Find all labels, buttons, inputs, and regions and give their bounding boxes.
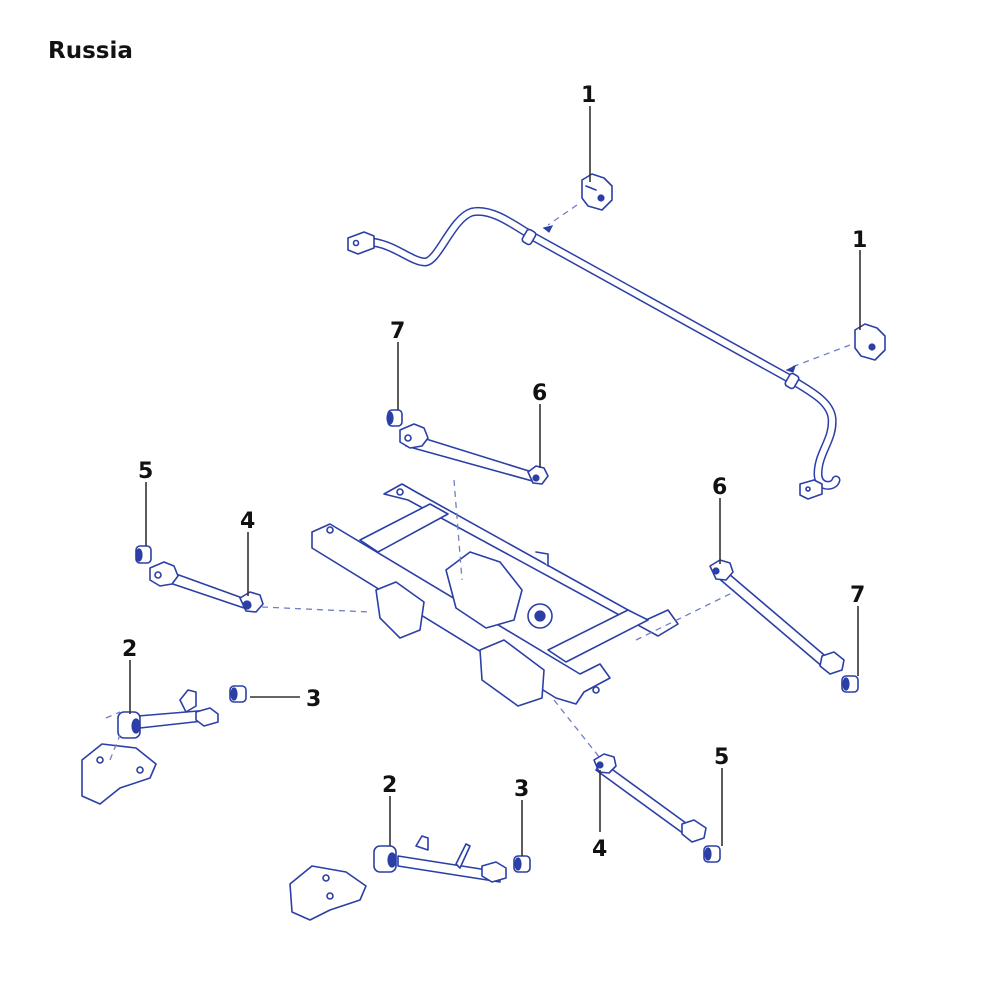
callout-4: 4 (240, 509, 255, 534)
stabilizer-bushing-left[interactable] (581, 173, 613, 211)
callout-1: 1 (852, 228, 867, 253)
callout-6: 6 (532, 381, 547, 406)
subframe[interactable] (311, 483, 679, 707)
callout-7: 7 (850, 583, 865, 608)
upper-link-left[interactable] (399, 423, 549, 485)
trailing-arm-right[interactable] (289, 835, 507, 921)
callout-4: 4 (592, 837, 607, 862)
callout-3: 3 (514, 777, 529, 802)
callout-2: 2 (122, 637, 137, 662)
bushing-arm-left-end[interactable] (229, 685, 247, 703)
bushing-arm-right[interactable] (373, 845, 397, 873)
callout-5: 5 (138, 459, 153, 484)
bushing-lower-right-bottom[interactable] (703, 845, 721, 863)
callout-5: 5 (714, 745, 729, 770)
lateral-link-right[interactable] (709, 559, 845, 675)
callout-2: 2 (382, 773, 397, 798)
bushing-arm-left[interactable] (117, 711, 141, 739)
callout-6: 6 (712, 475, 727, 500)
bushing-lateral-left[interactable] (135, 545, 152, 564)
callout-7: 7 (390, 319, 405, 344)
trailing-arm-left[interactable] (81, 689, 219, 805)
bushing-right-link-bottom[interactable] (841, 675, 859, 693)
stabilizer-bushing-right[interactable] (854, 323, 886, 361)
callout-1: 1 (581, 83, 596, 108)
region-title: Russia (48, 38, 133, 64)
upper-link-right[interactable] (593, 753, 707, 843)
callout-leaders (129, 106, 861, 856)
stabilizer-bar[interactable] (347, 206, 841, 500)
callout-3: 3 (306, 687, 321, 712)
lateral-link-left[interactable] (149, 561, 264, 613)
bushing-arm-right-end[interactable] (513, 855, 531, 873)
bushing-upper-left[interactable] (386, 409, 403, 427)
